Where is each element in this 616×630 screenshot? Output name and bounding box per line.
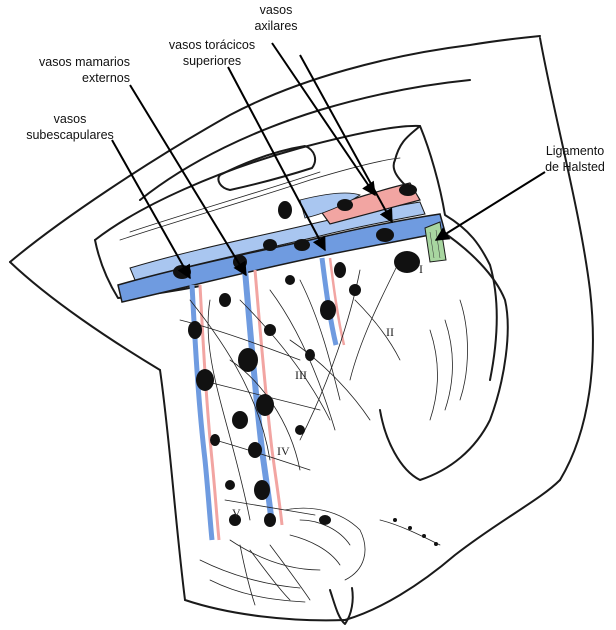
lymph-nodes xyxy=(173,184,420,527)
label-ligamento-2: de Halsted xyxy=(545,160,605,174)
label-vasos-toracicos-1: vasos torácicos xyxy=(169,38,255,52)
arrow-subescapulares xyxy=(111,139,191,280)
label-vasos-subescapulares-2: subescapulares xyxy=(26,128,114,142)
level-iv: IV xyxy=(277,444,290,458)
level-v: V xyxy=(232,506,241,520)
arrow-mamarios xyxy=(129,84,247,277)
arrow-ligamento xyxy=(434,171,546,241)
label-vasos-mamarios-2: externos xyxy=(82,71,130,85)
label-vasos-mamarios-1: vasos mamarios xyxy=(39,55,130,69)
arrow-axilares-2 xyxy=(299,54,393,224)
body-outline xyxy=(9,35,594,625)
label-vasos-toracicos-2: superiores xyxy=(183,54,241,68)
level-i: I xyxy=(419,262,423,276)
arrow-toracicos xyxy=(227,66,326,252)
level-labels: I II III IV V xyxy=(232,262,423,520)
label-vasos-axilares-1: vasos xyxy=(260,3,293,17)
text-labels: vasos axilares vasos torácicos superiore… xyxy=(26,3,605,174)
axillary-vessels xyxy=(117,182,447,303)
label-vasos-subescapulares-1: vasos xyxy=(54,112,87,126)
label-ligamento-1: Ligamento xyxy=(546,144,604,158)
arrow-axilares-1 xyxy=(271,42,376,197)
label-arrows xyxy=(111,42,546,280)
lymphatic-network xyxy=(179,259,401,606)
level-iii: III xyxy=(295,368,307,382)
label-vasos-axilares-2: axilares xyxy=(254,19,297,33)
level-ii: II xyxy=(386,325,394,339)
